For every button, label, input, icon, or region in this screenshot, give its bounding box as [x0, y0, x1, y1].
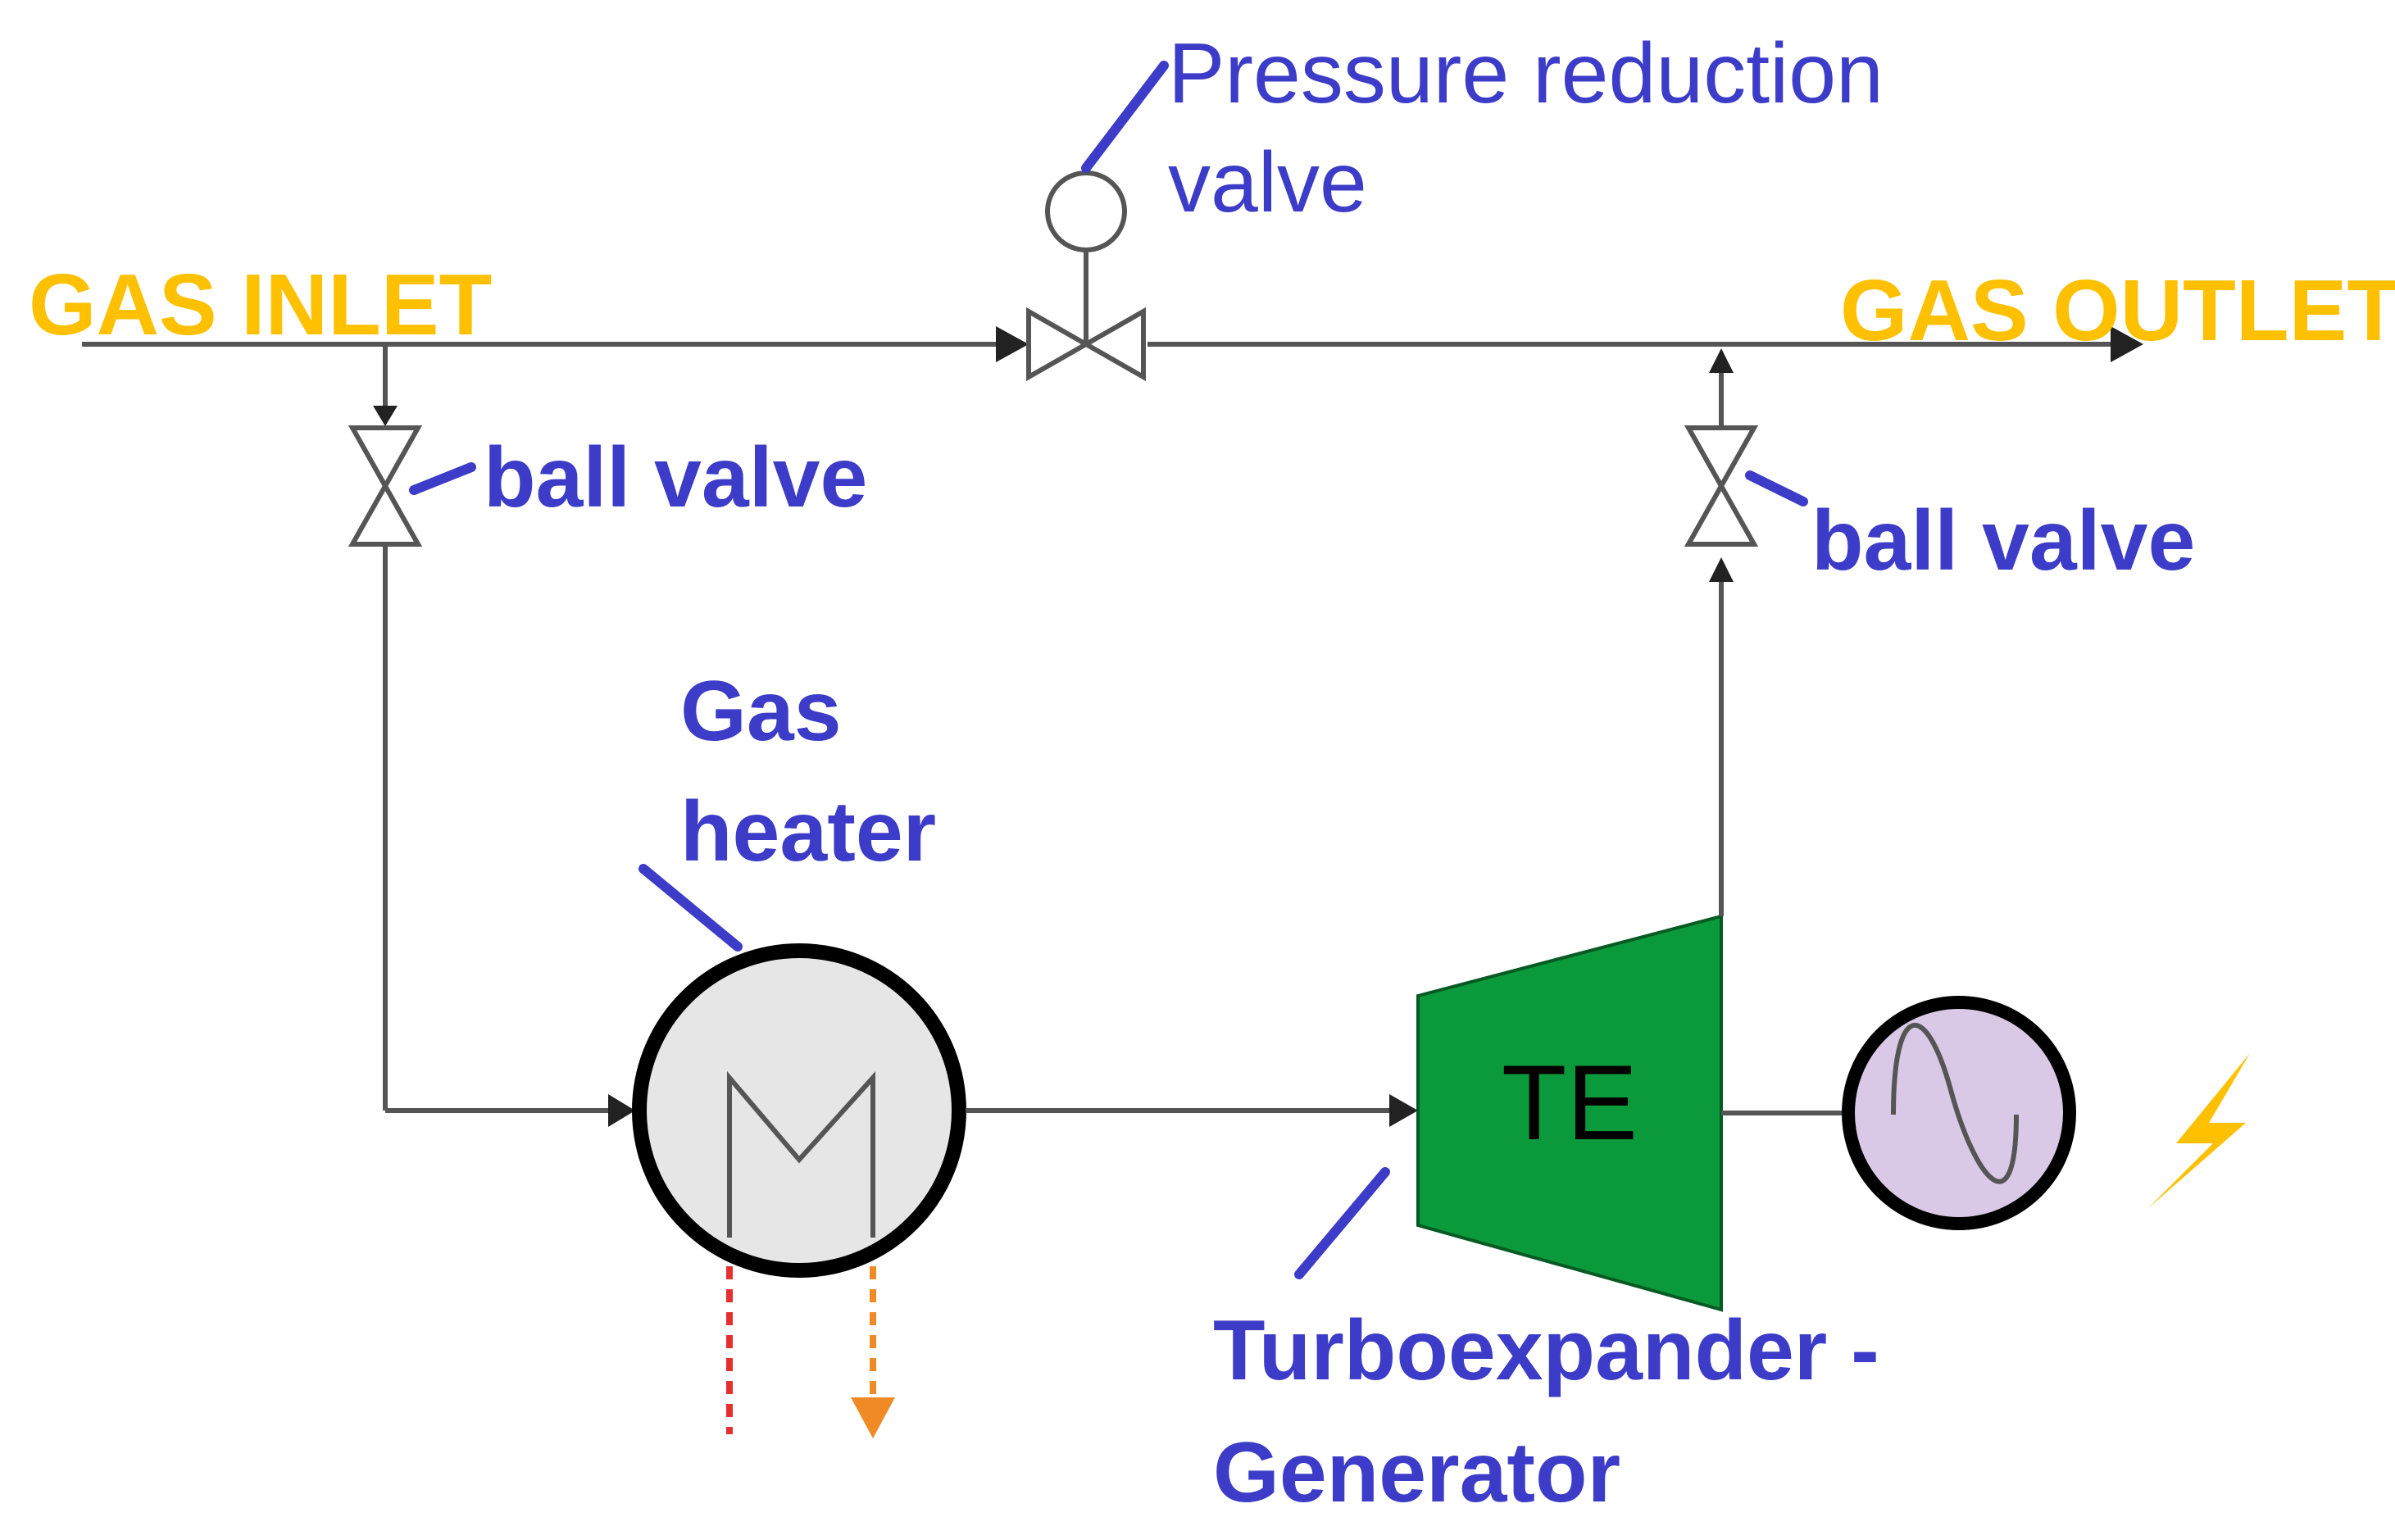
gas-heater-callout-line: [639, 864, 743, 952]
arrow-into-te: [1389, 1094, 1418, 1127]
turboexpander-symbol-label: TE: [1502, 1043, 1638, 1162]
arrow-into-heater: [608, 1094, 635, 1127]
prv-callout-line: [1081, 61, 1169, 173]
right-ball-valve-icon: [1684, 425, 1759, 547]
gas-heater-label-1: Gas: [680, 664, 842, 759]
gas-heater-icon: [632, 943, 966, 1278]
flow-arrow-to-prv: [996, 326, 1029, 362]
lightning-bolt-icon: [2147, 1053, 2250, 1209]
gas-heater-label-2: heater: [680, 784, 936, 879]
left-ball-valve-label: ball valve: [484, 430, 867, 525]
up-arrow-above-right-valve: [1709, 348, 1734, 373]
gas-outlet-label: GAS OUTLET: [1840, 262, 2395, 359]
heater-return-arrow: [851, 1397, 895, 1438]
pressure-valve-label-2: valve: [1168, 135, 1367, 230]
inlet-branch-line: [383, 344, 627, 1113]
right-ball-valve-callout-line: [1745, 470, 1808, 507]
right-ball-valve-label: ball valve: [1811, 493, 2195, 588]
down-arrow-to-left-valve: [373, 406, 398, 426]
gas-inlet-label: GAS INLET: [29, 257, 492, 353]
turbo-label-2: Generator: [1213, 1425, 1620, 1520]
outlet-arrow: [2111, 326, 2143, 362]
up-arrow-below-right-valve: [1709, 557, 1734, 582]
left-ball-valve-callout-line: [409, 462, 476, 495]
pressure-reduction-valve-icon: [1026, 170, 1146, 382]
turbo-label-1: Turboexpander -: [1213, 1303, 1879, 1398]
turboexpander-icon: [1416, 914, 1723, 1312]
sine-wave-icon: [1891, 1023, 2019, 1184]
pressure-valve-label-1: Pressure reduction: [1168, 26, 1884, 121]
turbo-callout-line: [1294, 1167, 1390, 1279]
generator-icon: [1842, 996, 2076, 1230]
left-ball-valve-icon: [348, 425, 423, 547]
